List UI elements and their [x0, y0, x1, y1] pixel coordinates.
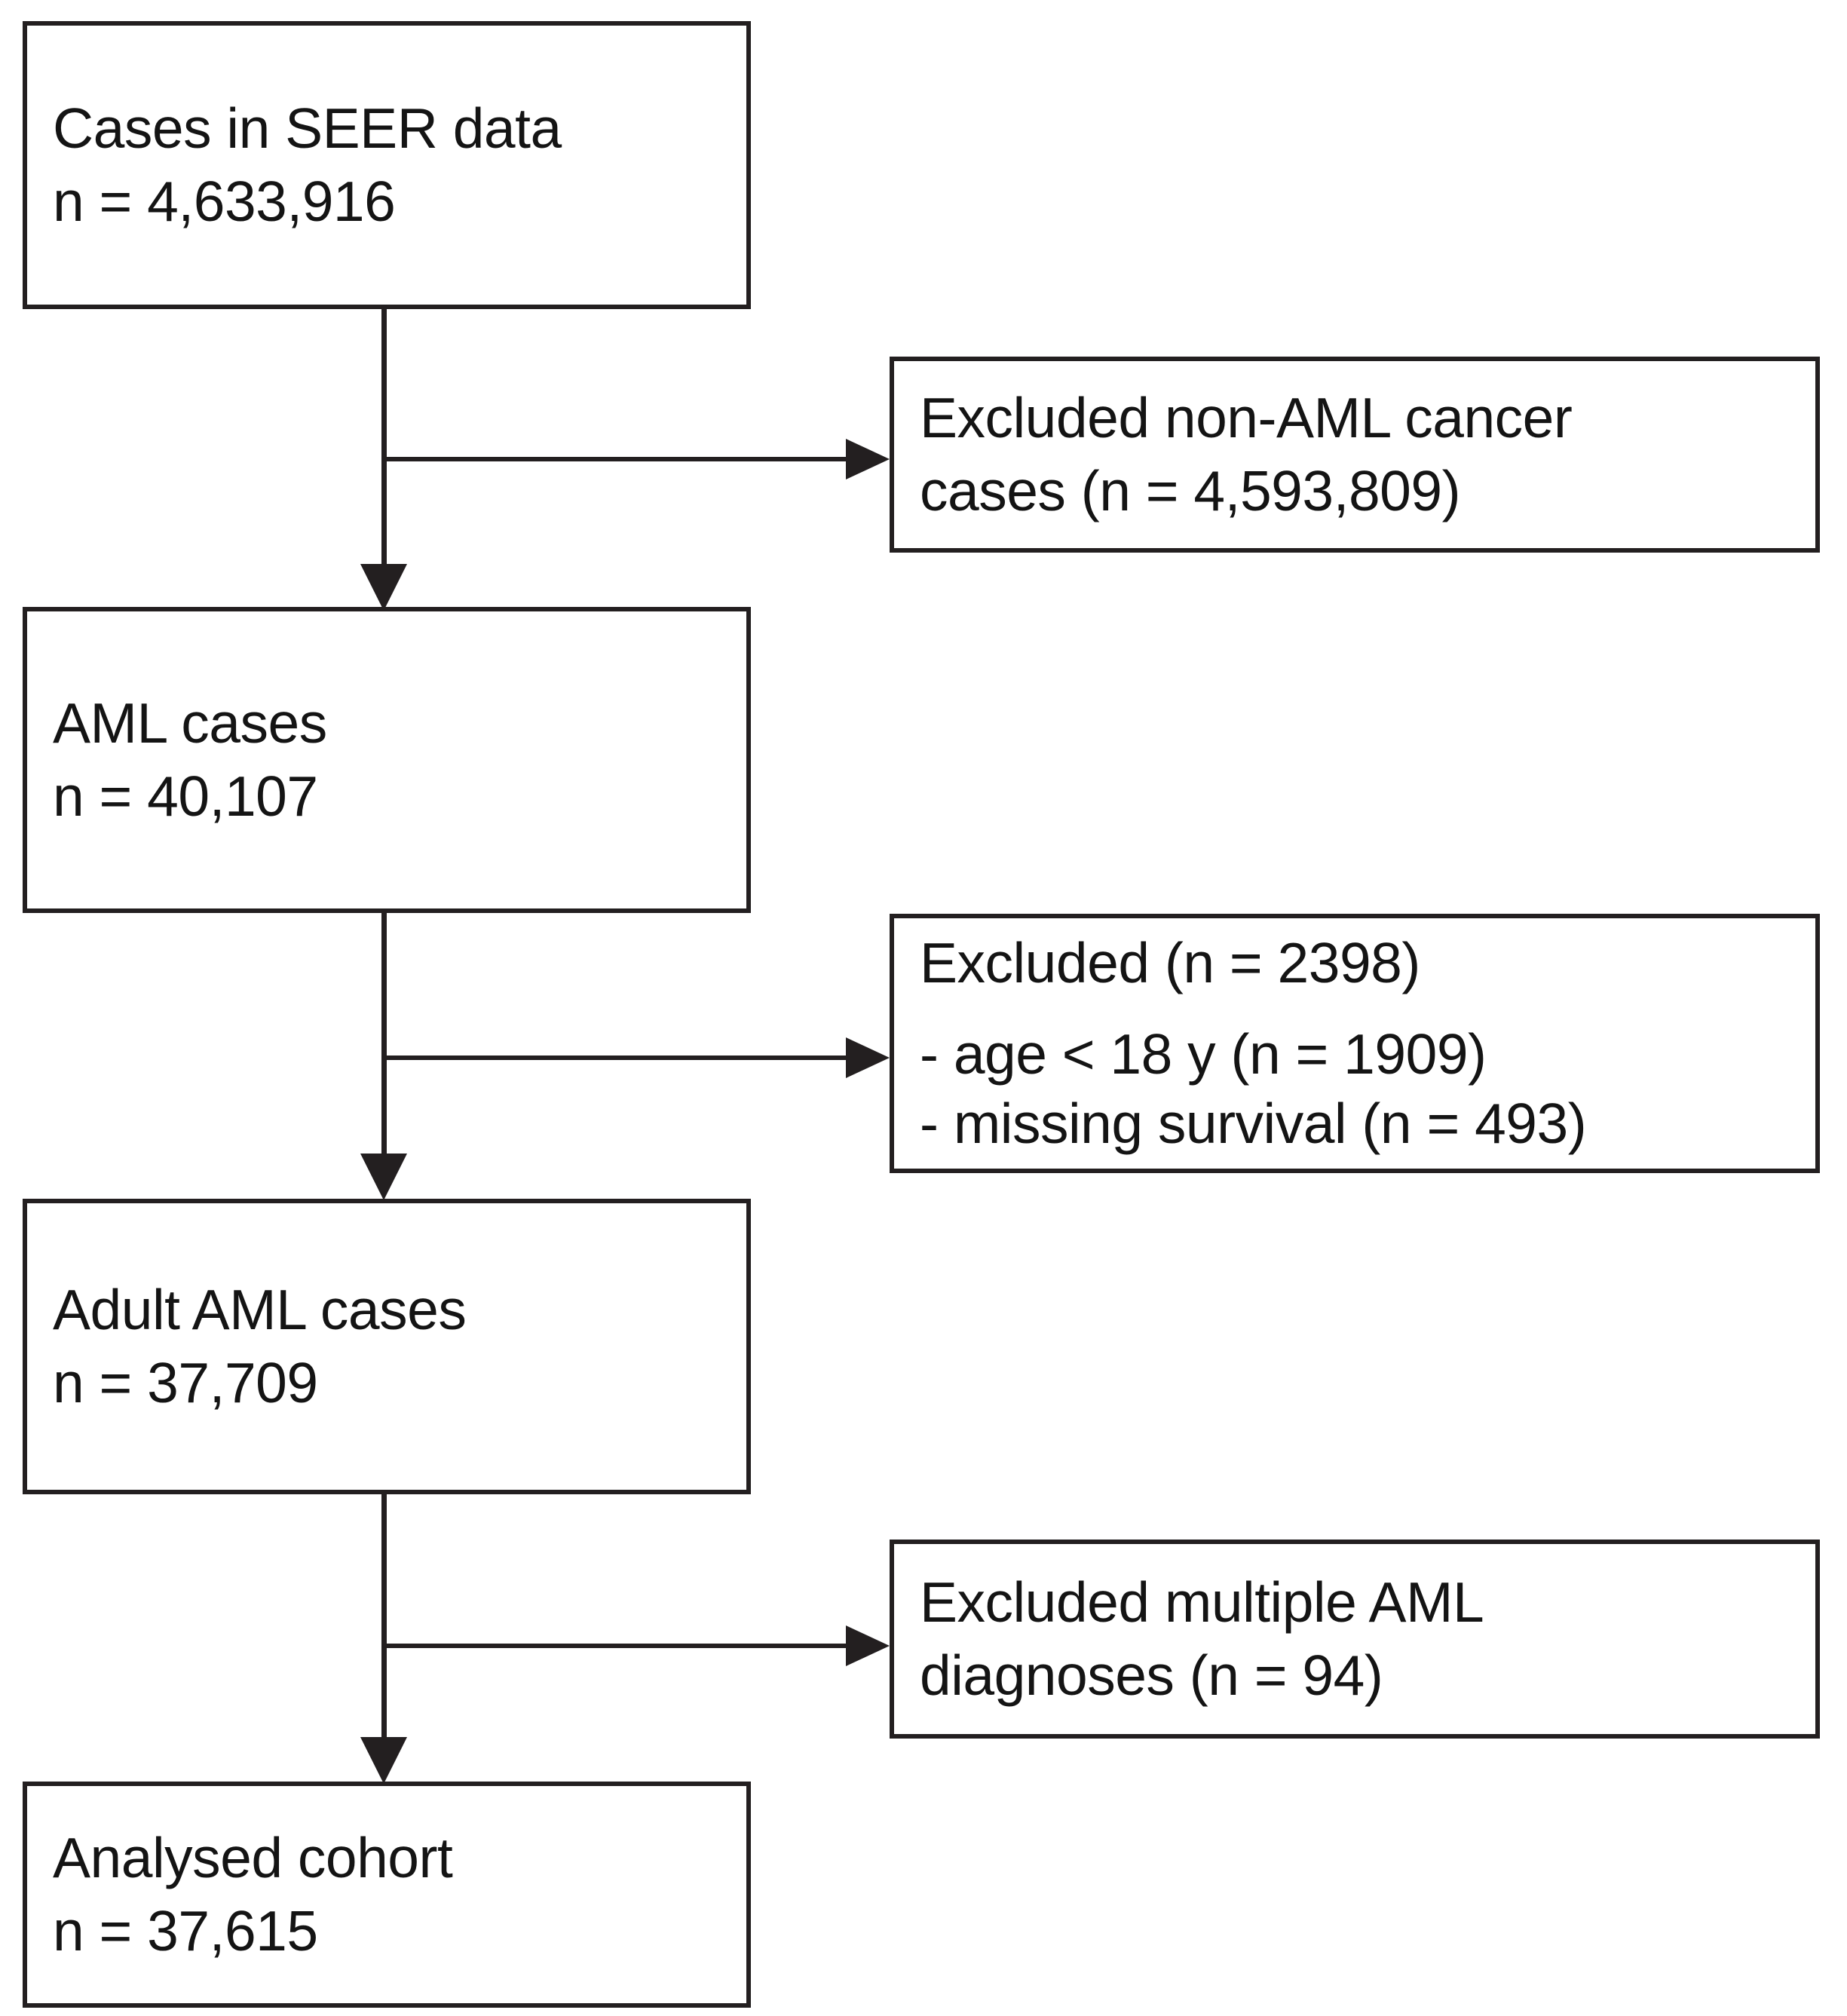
node-excl-nonaml-line-1: Excluded non-AML cancer	[920, 385, 1573, 449]
node-adult-aml-cases: Adult AML cases n = 37,709	[23, 1199, 751, 1494]
node-excl-agesurv-line-3: - missing survival (n = 493)	[920, 1091, 1587, 1155]
node-cohort-title: Analysed cohort	[53, 1825, 453, 1889]
node-excl-agesurv-line-2: - age < 18 y (n = 1909)	[920, 1022, 1487, 1086]
connector-aml-to-excluded-age-survival-arrowhead-icon	[846, 1037, 890, 1078]
connector-seer-to-excluded-non-aml-arrowhead-icon	[846, 439, 890, 479]
connector-adult-aml-to-excluded-multiple-arrowhead-icon	[846, 1625, 890, 1666]
node-adult-title: Adult AML cases	[53, 1277, 467, 1341]
connector-adult-aml-to-excluded-multiple-line	[384, 1644, 856, 1648]
node-excl-multiple-line-1: Excluded multiple AML	[920, 1570, 1484, 1634]
connector-adult-aml-to-cohort-line	[381, 1493, 387, 1761]
node-aml-title: AML cases	[53, 691, 327, 755]
node-aml-count: n = 40,107	[53, 764, 318, 828]
connector-seer-to-aml-line	[381, 308, 387, 587]
node-cases-in-seer-data: Cases in SEER data n = 4,633,916	[23, 21, 751, 309]
connector-seer-to-excluded-non-aml-line	[384, 457, 856, 461]
node-excluded-multiple-aml-diagnoses: Excluded multiple AML diagnoses (n = 94)	[890, 1540, 1820, 1739]
connector-aml-to-excluded-age-survival-line	[384, 1055, 856, 1060]
node-seer-title: Cases in SEER data	[53, 96, 562, 160]
connector-aml-to-adult-aml-arrowhead-icon	[360, 1154, 407, 1200]
connector-seer-to-aml-arrowhead-icon	[360, 564, 407, 611]
node-seer-count: n = 4,633,916	[53, 170, 396, 233]
connector-aml-to-adult-aml-line	[381, 913, 387, 1178]
connector-adult-aml-to-cohort-arrowhead-icon	[360, 1737, 407, 1784]
node-analysed-cohort: Analysed cohort n = 37,615	[23, 1782, 751, 2008]
node-aml-cases: AML cases n = 40,107	[23, 607, 751, 913]
node-adult-count: n = 37,709	[53, 1351, 318, 1414]
node-excluded-age-and-missing-survival: Excluded (n = 2398) - age < 18 y (n = 19…	[890, 914, 1820, 1173]
node-excl-nonaml-line-2: cases (n = 4,593,809)	[920, 459, 1461, 522]
node-excl-agesurv-line-1: Excluded (n = 2398)	[920, 930, 1420, 994]
node-excluded-non-aml-cancer-cases: Excluded non-AML cancer cases (n = 4,593…	[890, 357, 1820, 553]
node-excl-multiple-line-2: diagnoses (n = 94)	[920, 1644, 1383, 1707]
node-cohort-count: n = 37,615	[53, 1899, 318, 1962]
